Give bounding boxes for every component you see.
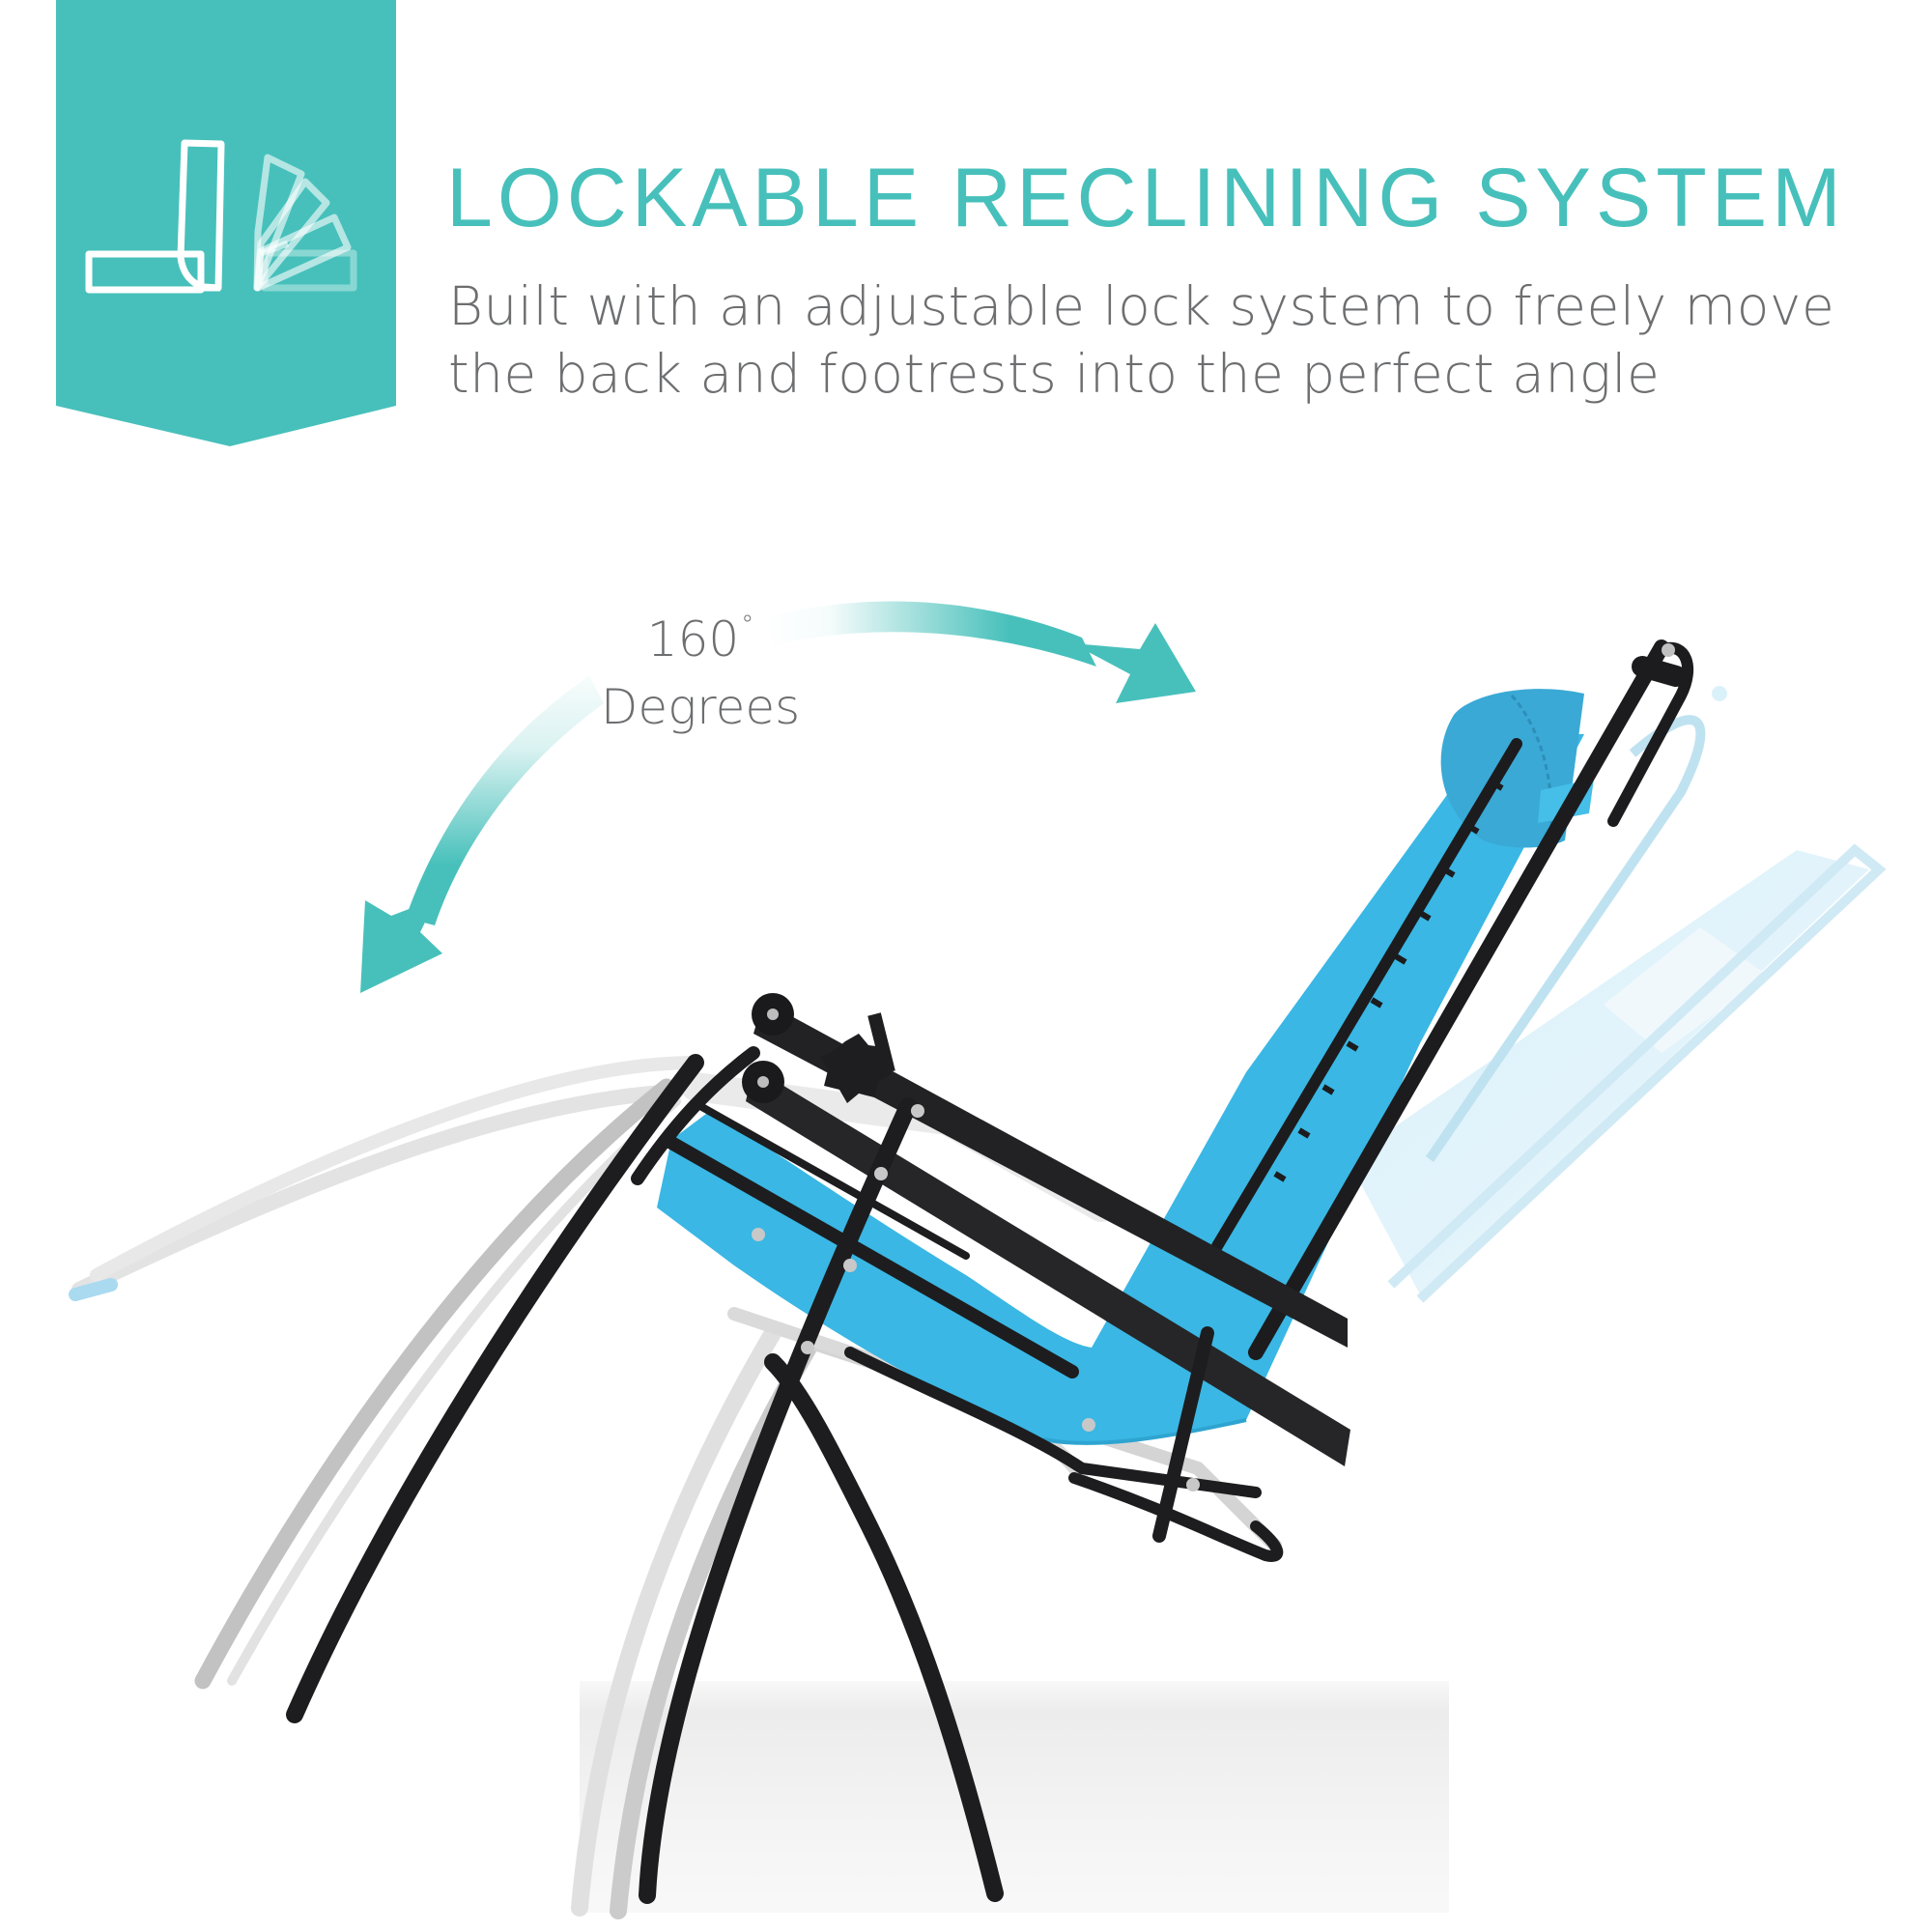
banner-shape: [56, 0, 396, 446]
backrest-frame: [1211, 639, 1694, 1360]
degree-symbol: °: [741, 611, 754, 639]
description-line-1: Built with an adjustable lock system to …: [448, 275, 1835, 337]
floor-shadow: [580, 1681, 1449, 1913]
recline-lock-knob: [820, 1012, 895, 1103]
joint-bolts: [752, 1104, 1200, 1492]
rear-legs: [639, 1097, 1284, 1904]
feature-description: Built with an adjustable lock system to …: [448, 272, 1834, 408]
double-headed-curved-arrow-icon: [360, 601, 1196, 993]
seat-side-rail: [660, 1102, 1079, 1378]
recline-angles-icon: [85, 139, 357, 294]
ghost-footrests: [69, 1056, 702, 1690]
angle-value-line: 160°: [580, 591, 821, 673]
description-line-2: the back and footrests into the perfect …: [448, 343, 1661, 405]
angle-unit-label: Degrees: [600, 679, 801, 735]
feature-title: LOCKABLE RECLINING SYSTEM: [446, 152, 1846, 244]
front-leg: [286, 1046, 760, 1723]
feature-banner: [56, 0, 396, 446]
recline-angle-label: 160° Degrees: [580, 591, 821, 741]
angle-value: 160: [646, 611, 740, 668]
ghost-reclined-backrest: [1348, 686, 1887, 1303]
backrest-lacing: [1273, 780, 1504, 1182]
